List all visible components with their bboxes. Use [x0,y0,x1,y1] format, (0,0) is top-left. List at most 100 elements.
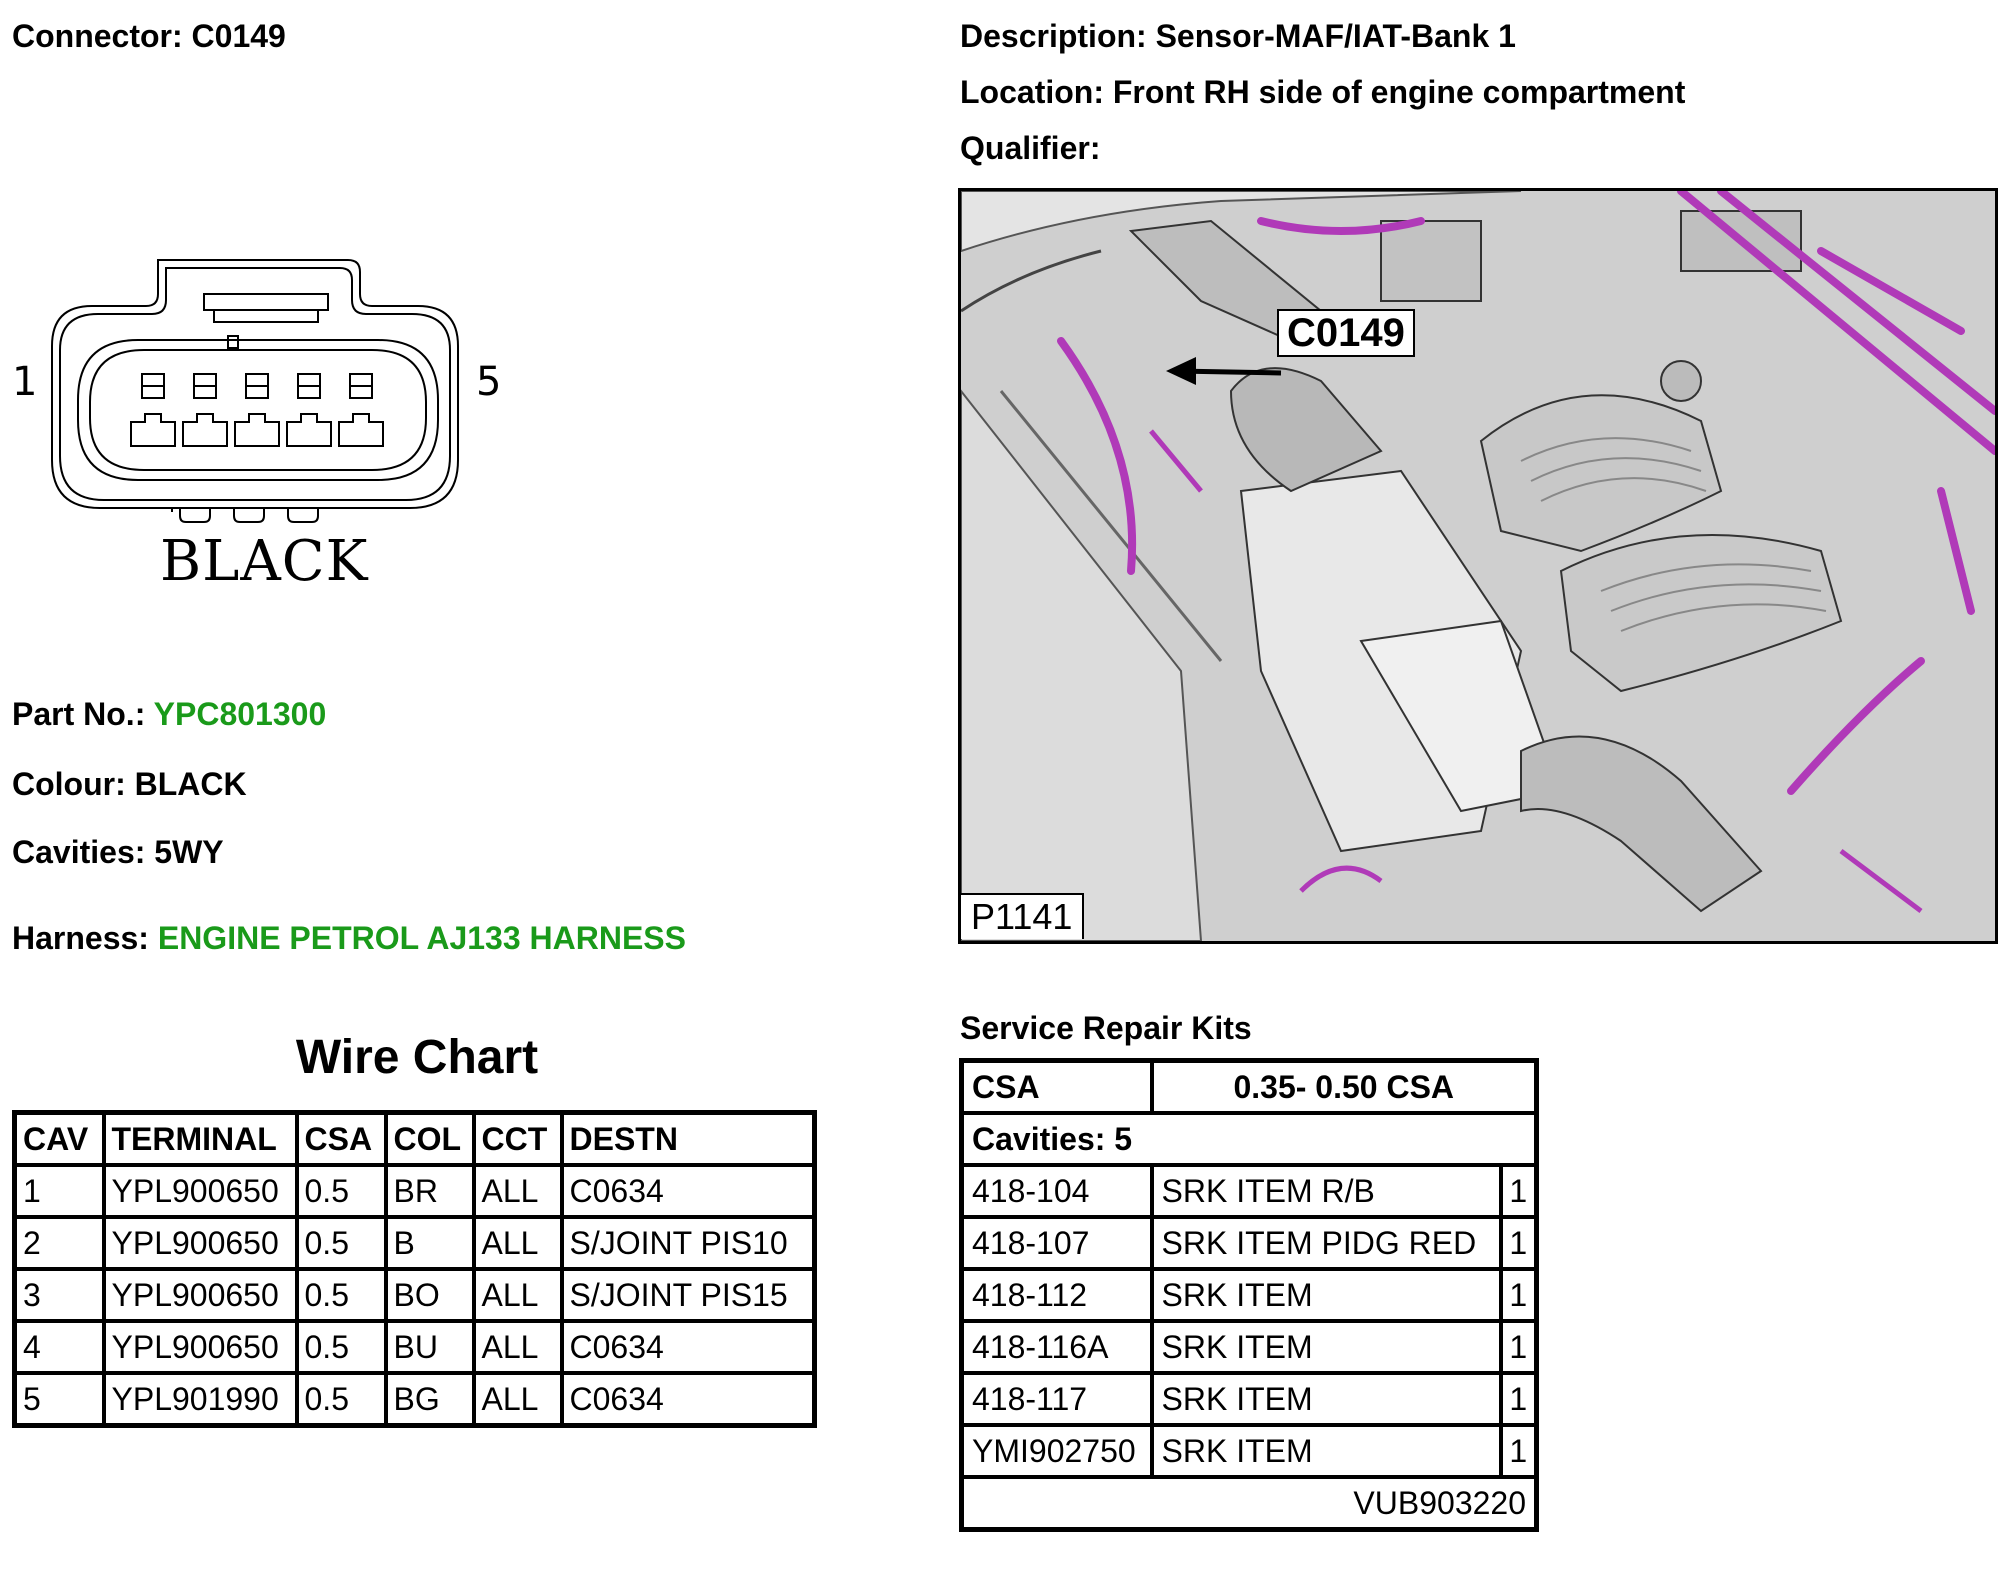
wire-chart-header-destn: DESTN [559,1110,817,1167]
connector-id: Connector: C0149 [12,18,286,54]
connector-colour-label: BLACK [160,529,369,594]
harness-link[interactable]: ENGINE PETROL AJ133 HARNESS [157,920,686,956]
kit-description: SRK ITEM R/B [1149,1163,1503,1219]
wire-cell-csa: 0.5 [294,1371,388,1428]
wire-cell-cct: ALL [471,1319,564,1375]
part-number-link[interactable]: YPC801300 [153,696,327,732]
kits-csa-label: CSA [959,1058,1154,1115]
kit-description: SRK ITEM [1149,1423,1503,1479]
kit-part-number: 418-116A [959,1319,1154,1375]
connector-callout: C0149 [1277,309,1415,357]
cavity-1-lower [130,413,176,447]
pin-5-label: 5 [476,359,502,405]
wire-chart-title: Wire Chart [295,1031,539,1084]
kits-footer-row: VUB903220 [959,1475,1539,1532]
wire-cell-destn: C0634 [559,1371,817,1428]
kit-description: SRK ITEM PIDG RED [1149,1215,1503,1271]
wire-cell-cav: 4 [12,1319,106,1375]
wire-cell-csa: 0.5 [294,1267,388,1323]
wire-cell-col: BG [383,1371,476,1428]
kit-quantity: 1 [1498,1267,1539,1323]
kits-csa-row: CSA 0.35- 0.50 CSA [959,1058,1539,1115]
connector-outline-icon [51,259,459,523]
colour: Colour: BLACK [12,766,247,802]
kit-part-number: 418-104 [959,1163,1154,1219]
kit-quantity: 1 [1498,1319,1539,1375]
kit-quantity: 1 [1498,1423,1539,1479]
wire-cell-csa: 0.5 [294,1163,388,1219]
kit-reference: VUB903220 [959,1475,1539,1532]
wire-cell-terminal: YPL900650 [101,1319,299,1375]
kit-part-number: 418-112 [959,1267,1154,1323]
kit-part-number: 418-107 [959,1215,1154,1271]
harness: Harness: ENGINE PETROL AJ133 HARNESS [12,920,686,956]
wire-cell-destn: S/JOINT PIS10 [559,1215,817,1271]
wire-cell-terminal: YPL901990 [101,1371,299,1428]
kits-cavities-row: Cavities: 5 [959,1111,1539,1167]
wire-cell-cav: 1 [12,1163,106,1219]
description: Description: Sensor-MAF/IAT-Bank 1 [960,18,1516,54]
kit-quantity: 1 [1498,1215,1539,1271]
wire-chart-header-cav: CAV [12,1110,106,1167]
wire-cell-terminal: YPL900650 [101,1163,299,1219]
wire-cell-cav: 3 [12,1267,106,1323]
cavities: Cavities: 5WY [12,834,224,870]
wire-cell-cav: 2 [12,1215,106,1271]
wire-cell-destn: C0634 [559,1163,817,1219]
kits-csa-value: 0.35- 0.50 CSA [1149,1058,1539,1115]
wire-cell-destn: C0634 [559,1319,817,1375]
wire-cell-col: B [383,1215,476,1271]
qualifier: Qualifier: [960,130,1101,166]
kit-quantity: 1 [1498,1371,1539,1427]
kit-part-number: 418-117 [959,1371,1154,1427]
kits-cavities: Cavities: 5 [959,1111,1539,1167]
wire-cell-terminal: YPL900650 [101,1267,299,1323]
wire-cell-terminal: YPL900650 [101,1215,299,1271]
pin-1-label: 1 [12,359,38,405]
wire-chart-header-csa: CSA [294,1110,388,1167]
connector-location-photo: C0149 P1141 [958,188,1998,944]
wire-cell-cct: ALL [471,1215,564,1271]
wire-cell-col: BR [383,1163,476,1219]
wire-chart-header-terminal: TERMINAL [101,1110,299,1167]
kit-description: SRK ITEM [1149,1371,1503,1427]
wire-cell-cav: 5 [12,1371,106,1428]
cavity-5-lower [338,413,384,447]
kit-description: SRK ITEM [1149,1319,1503,1375]
repair-kits-title: Service Repair Kits [960,1010,1252,1046]
location: Location: Front RH side of engine compar… [960,74,1686,110]
wire-cell-cct: ALL [471,1163,564,1219]
cavity-3-lower [234,413,280,447]
wire-chart-header-col: COL [383,1110,476,1167]
wire-cell-cct: ALL [471,1267,564,1323]
wire-cell-csa: 0.5 [294,1319,388,1375]
part-number: Part No.: YPC801300 [12,696,327,732]
kit-quantity: 1 [1498,1163,1539,1219]
wire-cell-destn: S/JOINT PIS15 [559,1267,817,1323]
illustration-ref: P1141 [961,893,1085,939]
wire-cell-cct: ALL [471,1371,564,1428]
cavity-4-lower [286,413,332,447]
wire-cell-col: BO [383,1267,476,1323]
connector-face-diagram: 1 5 BLACK [8,250,528,610]
wire-cell-col: BU [383,1319,476,1375]
wire-cell-csa: 0.5 [294,1215,388,1271]
kit-part-number: YMI902750 [959,1423,1154,1479]
wire-chart-header-cct: CCT [471,1110,564,1167]
engine-bay-illustration [961,191,1995,941]
kit-description: SRK ITEM [1149,1267,1503,1323]
